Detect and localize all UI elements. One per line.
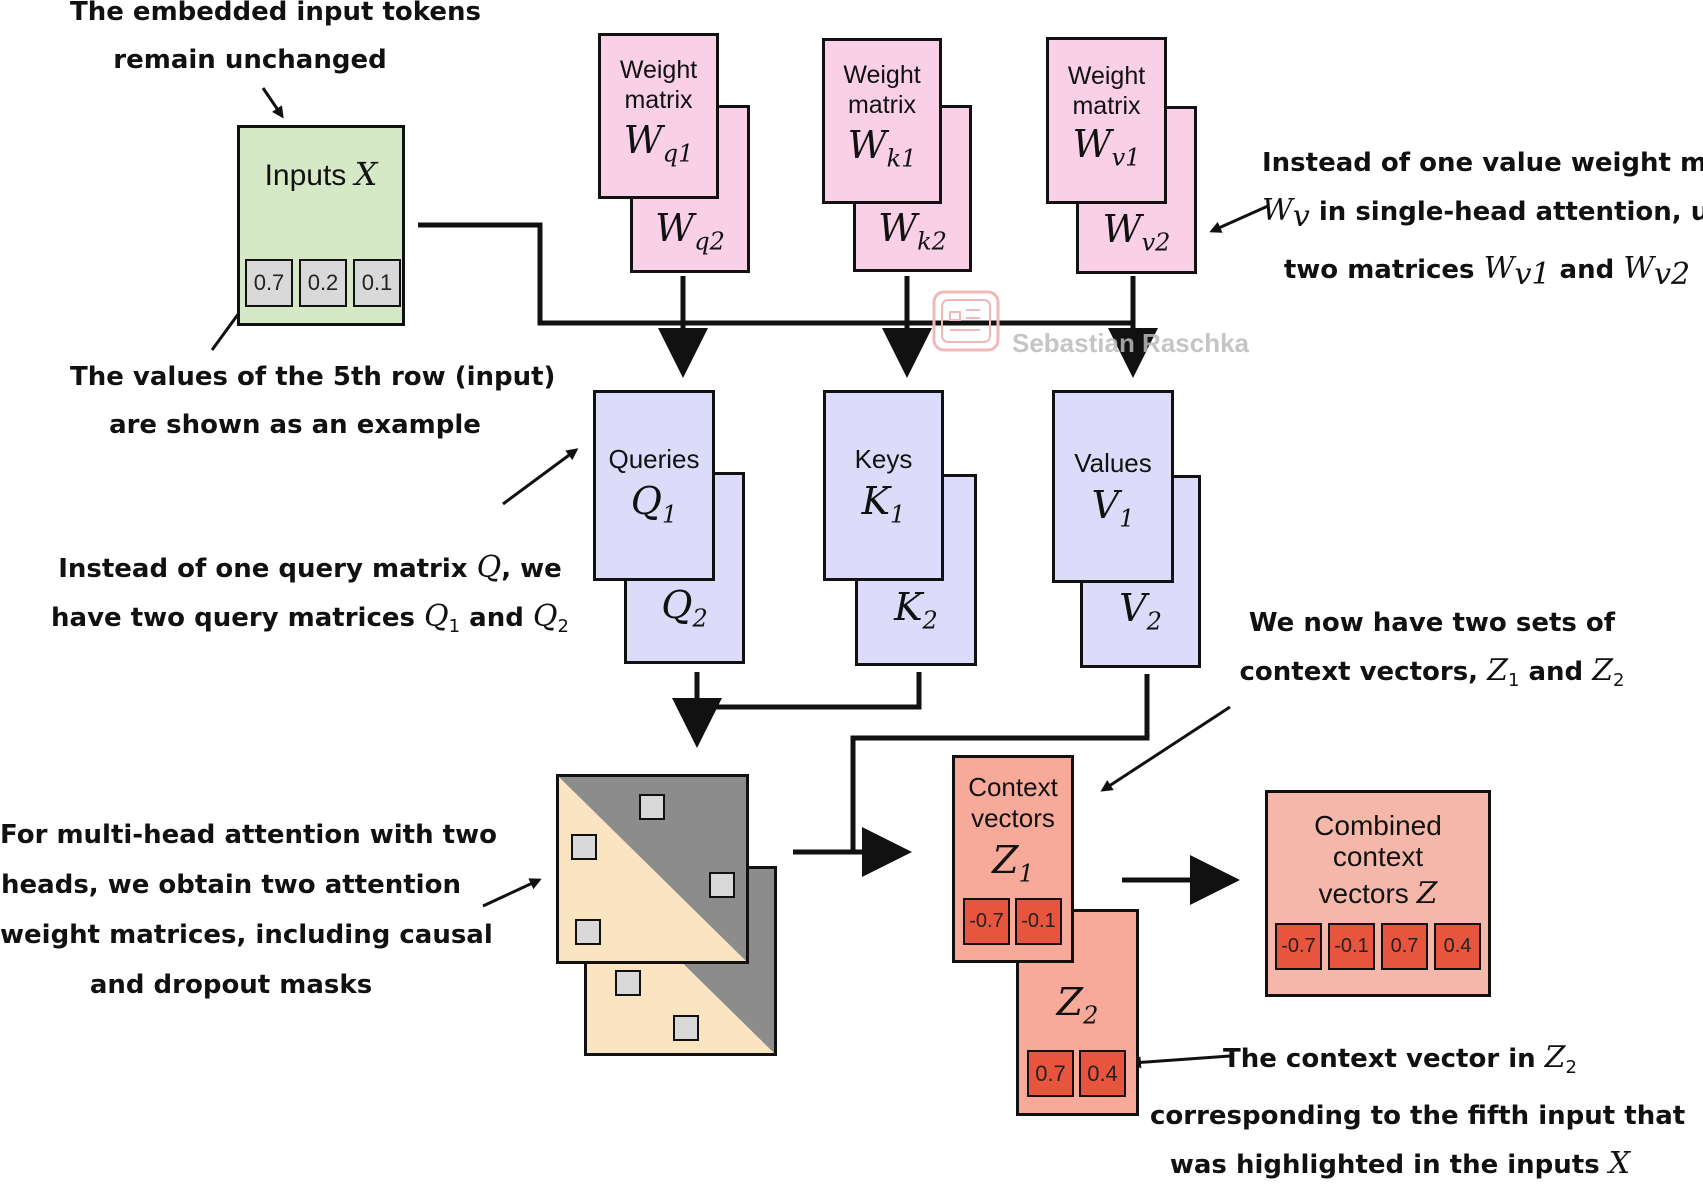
context-z2-box: Z2 0.7 0.4	[1016, 909, 1139, 1116]
combined-line3: vectors Z	[1318, 876, 1438, 911]
watermark-text: Sebastian Raschka	[1012, 328, 1250, 358]
dropout-square	[571, 834, 597, 860]
annotation-query-matrices: Instead of one query matrix Q, we have t…	[51, 550, 569, 638]
z1-value-cell: -0.1	[1015, 898, 1062, 945]
annotation-value-weight: Instead of one value weight matrix Wv in…	[1262, 148, 1703, 293]
inputs-symbol: X	[354, 155, 378, 193]
pointer-embedded	[261, 87, 284, 119]
inputs-label: Inputs X	[264, 155, 378, 193]
dropout-square	[639, 794, 665, 820]
queries-q1-box: Queries Q1	[593, 390, 715, 581]
attention-matrix-1	[556, 774, 749, 964]
combined-context-box: Combined context vectors Z -0.7 -0.1 0.7…	[1265, 790, 1491, 997]
pointer-value-weight	[1209, 204, 1269, 233]
pointer-context-z2	[1129, 1054, 1231, 1069]
inputs-box: Inputs X 0.7 0.2 0.1	[237, 125, 405, 326]
v-join-line	[850, 674, 1150, 852]
annotation-embedded-inputs: The embedded input tokens remain unchang…	[70, 0, 481, 75]
pointer-multihead	[482, 878, 542, 908]
watermark-logo	[932, 290, 1000, 352]
z1-value-cell: -0.7	[963, 898, 1010, 945]
input-value-cell: 0.7	[245, 259, 293, 307]
combined-value-cell: -0.1	[1328, 923, 1375, 970]
z2-value-cell: 0.4	[1079, 1050, 1126, 1097]
weight-matrix-wq1: Weight matrix Wq1	[598, 33, 719, 199]
dropout-square	[575, 919, 601, 945]
input-bus-line	[418, 222, 1135, 326]
dropout-square	[615, 970, 641, 996]
input-value-cell: 0.1	[353, 259, 401, 307]
annotation-context-z2: The context vector in Z2 corresponding t…	[1150, 1040, 1686, 1182]
keys-k1-box: Keys K1	[823, 390, 944, 581]
values-v1-box: Values V1	[1052, 390, 1174, 583]
weight-matrix-wk1: Weight matrix Wk1	[822, 38, 942, 204]
dropout-square	[673, 1015, 699, 1041]
annotation-multihead: For multi-head attention with two heads,…	[0, 820, 497, 1000]
z2-value-cell: 0.7	[1027, 1050, 1074, 1097]
weight-matrix-wv1: Weight matrix Wv1	[1046, 37, 1167, 204]
combined-value-cell: 0.7	[1381, 923, 1428, 970]
input-value-cell: 0.2	[299, 259, 347, 307]
pointer-queries	[502, 448, 579, 506]
annotation-fifth-row: The values of the 5th row (input) are sh…	[70, 362, 556, 440]
combined-value-cell: 0.4	[1434, 923, 1481, 970]
pointer-context-sets	[1100, 705, 1231, 792]
context-z1-box: Context vectors Z1 -0.7 -0.1	[952, 755, 1074, 963]
annotation-context-sets: We now have two sets of context vectors,…	[1239, 608, 1625, 692]
mask-triangle	[559, 777, 746, 961]
dropout-square	[709, 872, 735, 898]
qk-join-line	[694, 672, 922, 710]
combined-value-cell: -0.7	[1275, 923, 1322, 970]
